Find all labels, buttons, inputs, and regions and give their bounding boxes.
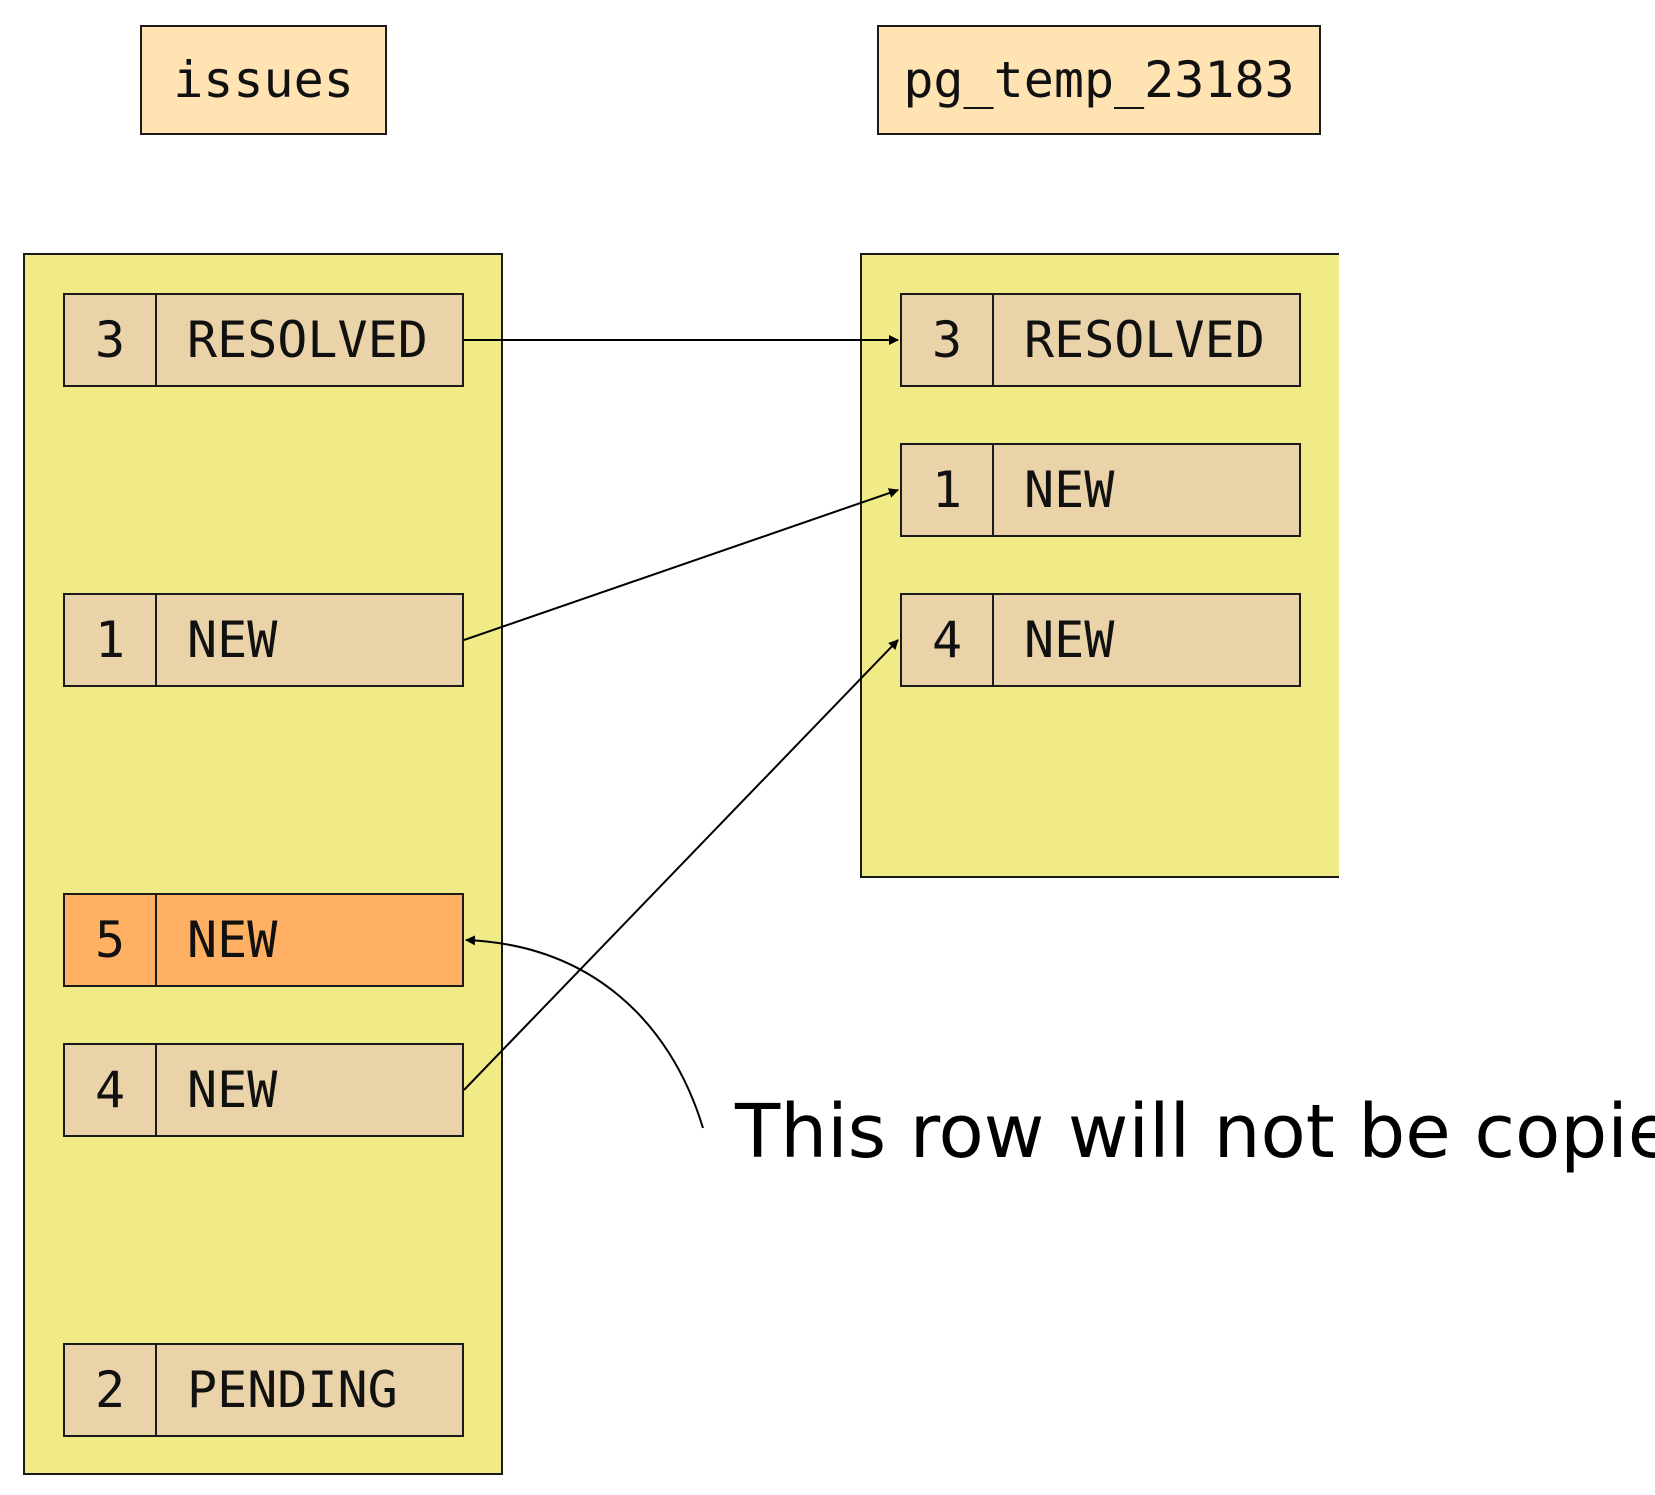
row-status: NEW (187, 1061, 278, 1119)
copy-arrow (463, 488, 899, 641)
copy-arrow (463, 639, 899, 1091)
source-row: 4 NEW (63, 1043, 464, 1137)
target-row: 3 RESOLVED (900, 293, 1301, 387)
source-table-name: issues (140, 25, 387, 135)
target-row: 4 NEW (900, 593, 1301, 687)
row-status: NEW (1024, 461, 1115, 519)
annotation-text: This row will not be copied (735, 1089, 1655, 1175)
row-status: NEW (1024, 611, 1115, 669)
row-id: 3 (902, 295, 994, 385)
row-status: RESOLVED (187, 311, 428, 369)
row-status: NEW (187, 911, 278, 969)
target-row: 1 NEW (900, 443, 1301, 537)
row-status: PENDING (187, 1361, 398, 1419)
row-id: 4 (902, 595, 994, 685)
row-id: 5 (65, 895, 157, 985)
row-id: 3 (65, 295, 157, 385)
source-table-panel (23, 253, 503, 1475)
row-id: 1 (902, 445, 994, 535)
source-row: 3 RESOLVED (63, 293, 464, 387)
row-id: 2 (65, 1345, 157, 1435)
source-row: 2 PENDING (63, 1343, 464, 1437)
row-id: 4 (65, 1045, 157, 1135)
target-table-name: pg_temp_23183 (877, 25, 1321, 135)
source-row: 1 NEW (63, 593, 464, 687)
row-status: NEW (187, 611, 278, 669)
row-id: 1 (65, 595, 157, 685)
source-row-not-copied: 5 NEW (63, 893, 464, 987)
row-status: RESOLVED (1024, 311, 1265, 369)
